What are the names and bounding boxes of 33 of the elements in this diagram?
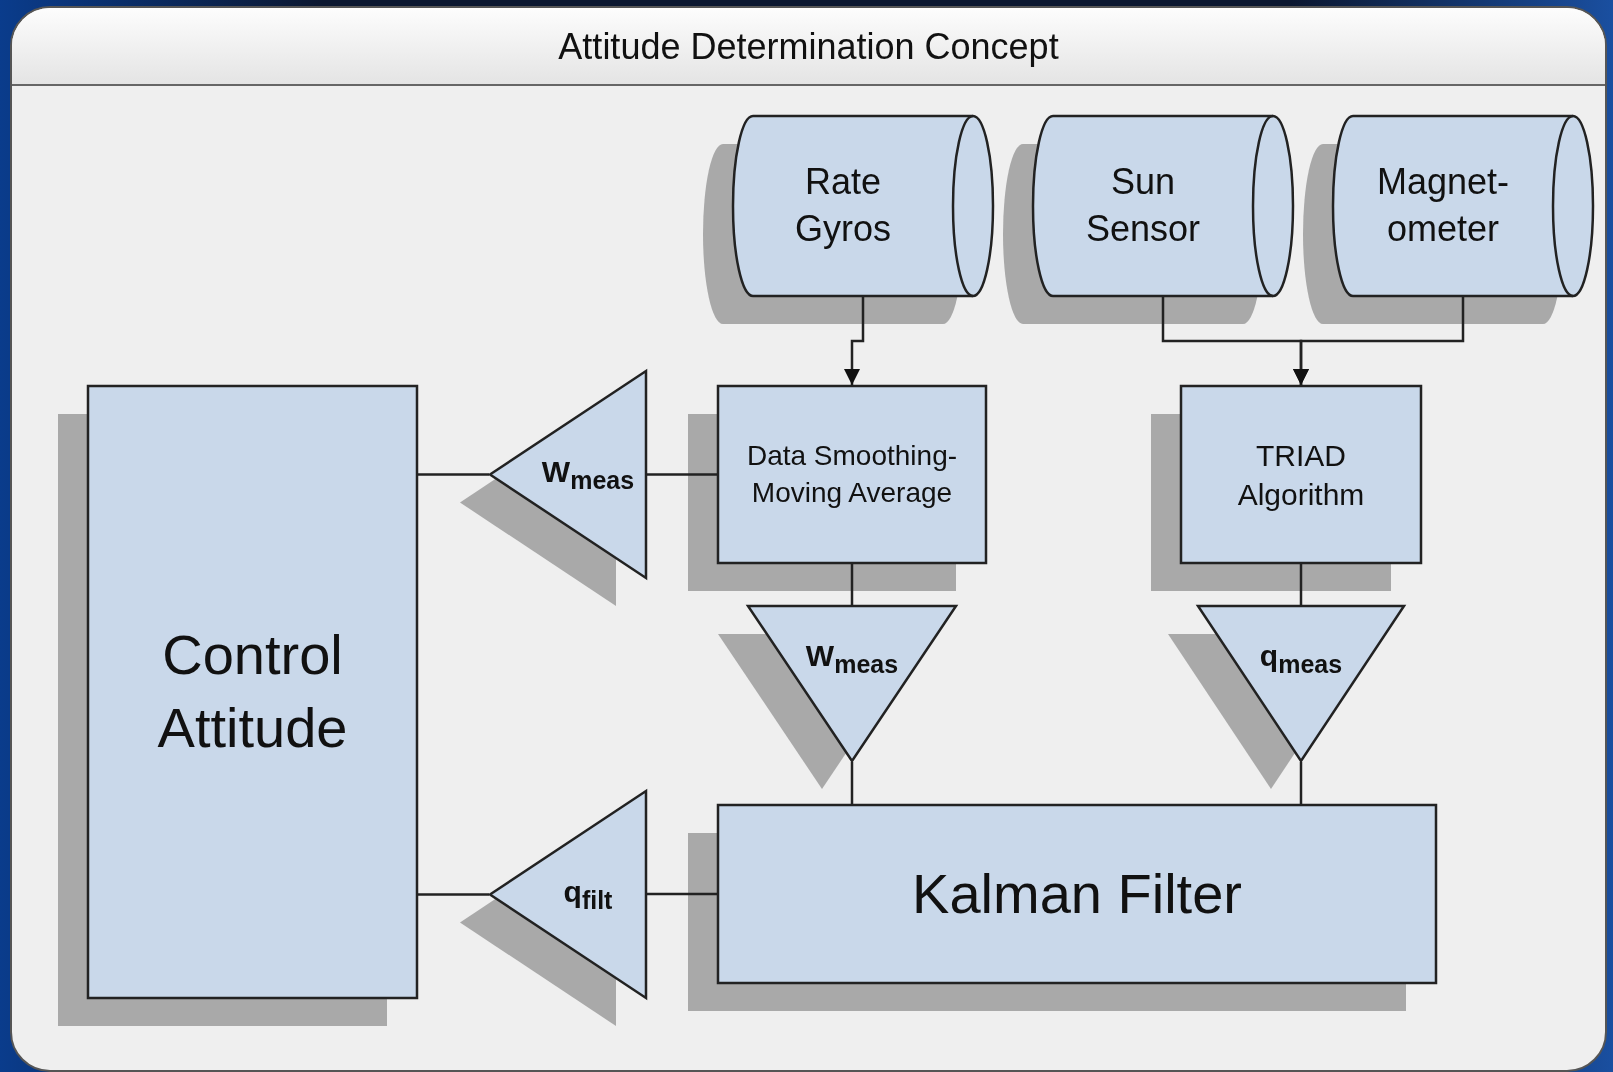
process-box <box>87 385 418 999</box>
node-label: Kalman Filter <box>912 860 1242 927</box>
node-label: TRIAD Algorithm <box>1236 437 1366 513</box>
signal-triangle <box>747 605 957 762</box>
node-label: W$_{meas}$ <box>541 454 635 497</box>
signal-triangle <box>1197 605 1405 762</box>
arrow <box>1293 297 1465 385</box>
node-label: q$_{filt}$ <box>563 874 613 917</box>
sensor-cylinder <box>732 115 994 297</box>
sensor-cylinder <box>1332 115 1594 297</box>
sensor-cylinder <box>1032 115 1294 297</box>
connector-line <box>1299 564 1303 605</box>
arrow <box>844 297 865 385</box>
node-label: Data Smoothing- Moving Average <box>745 439 959 510</box>
process-box <box>717 385 987 564</box>
node-label: q$_{meas}$ <box>1259 638 1343 681</box>
process-box <box>717 804 1437 984</box>
signal-triangle <box>489 370 647 579</box>
connector-line <box>647 473 717 476</box>
connector-line <box>850 564 854 605</box>
diagram-title: Attitude Determination Concept <box>558 26 1059 68</box>
node-label: Rate Gyros <box>794 160 892 251</box>
node-label: W$_{meas}$ <box>805 638 899 681</box>
node-label: Magnet- ometer <box>1375 160 1511 251</box>
signal-triangle <box>489 790 647 999</box>
node-label: Control Attitude <box>156 622 349 761</box>
node-label: Sun Sensor <box>1084 160 1202 251</box>
connector-line <box>850 762 854 804</box>
process-box <box>1180 385 1422 564</box>
connector-line <box>647 892 717 896</box>
connector-line <box>1299 762 1303 804</box>
connector-line <box>418 893 489 896</box>
connector-line <box>418 473 489 476</box>
